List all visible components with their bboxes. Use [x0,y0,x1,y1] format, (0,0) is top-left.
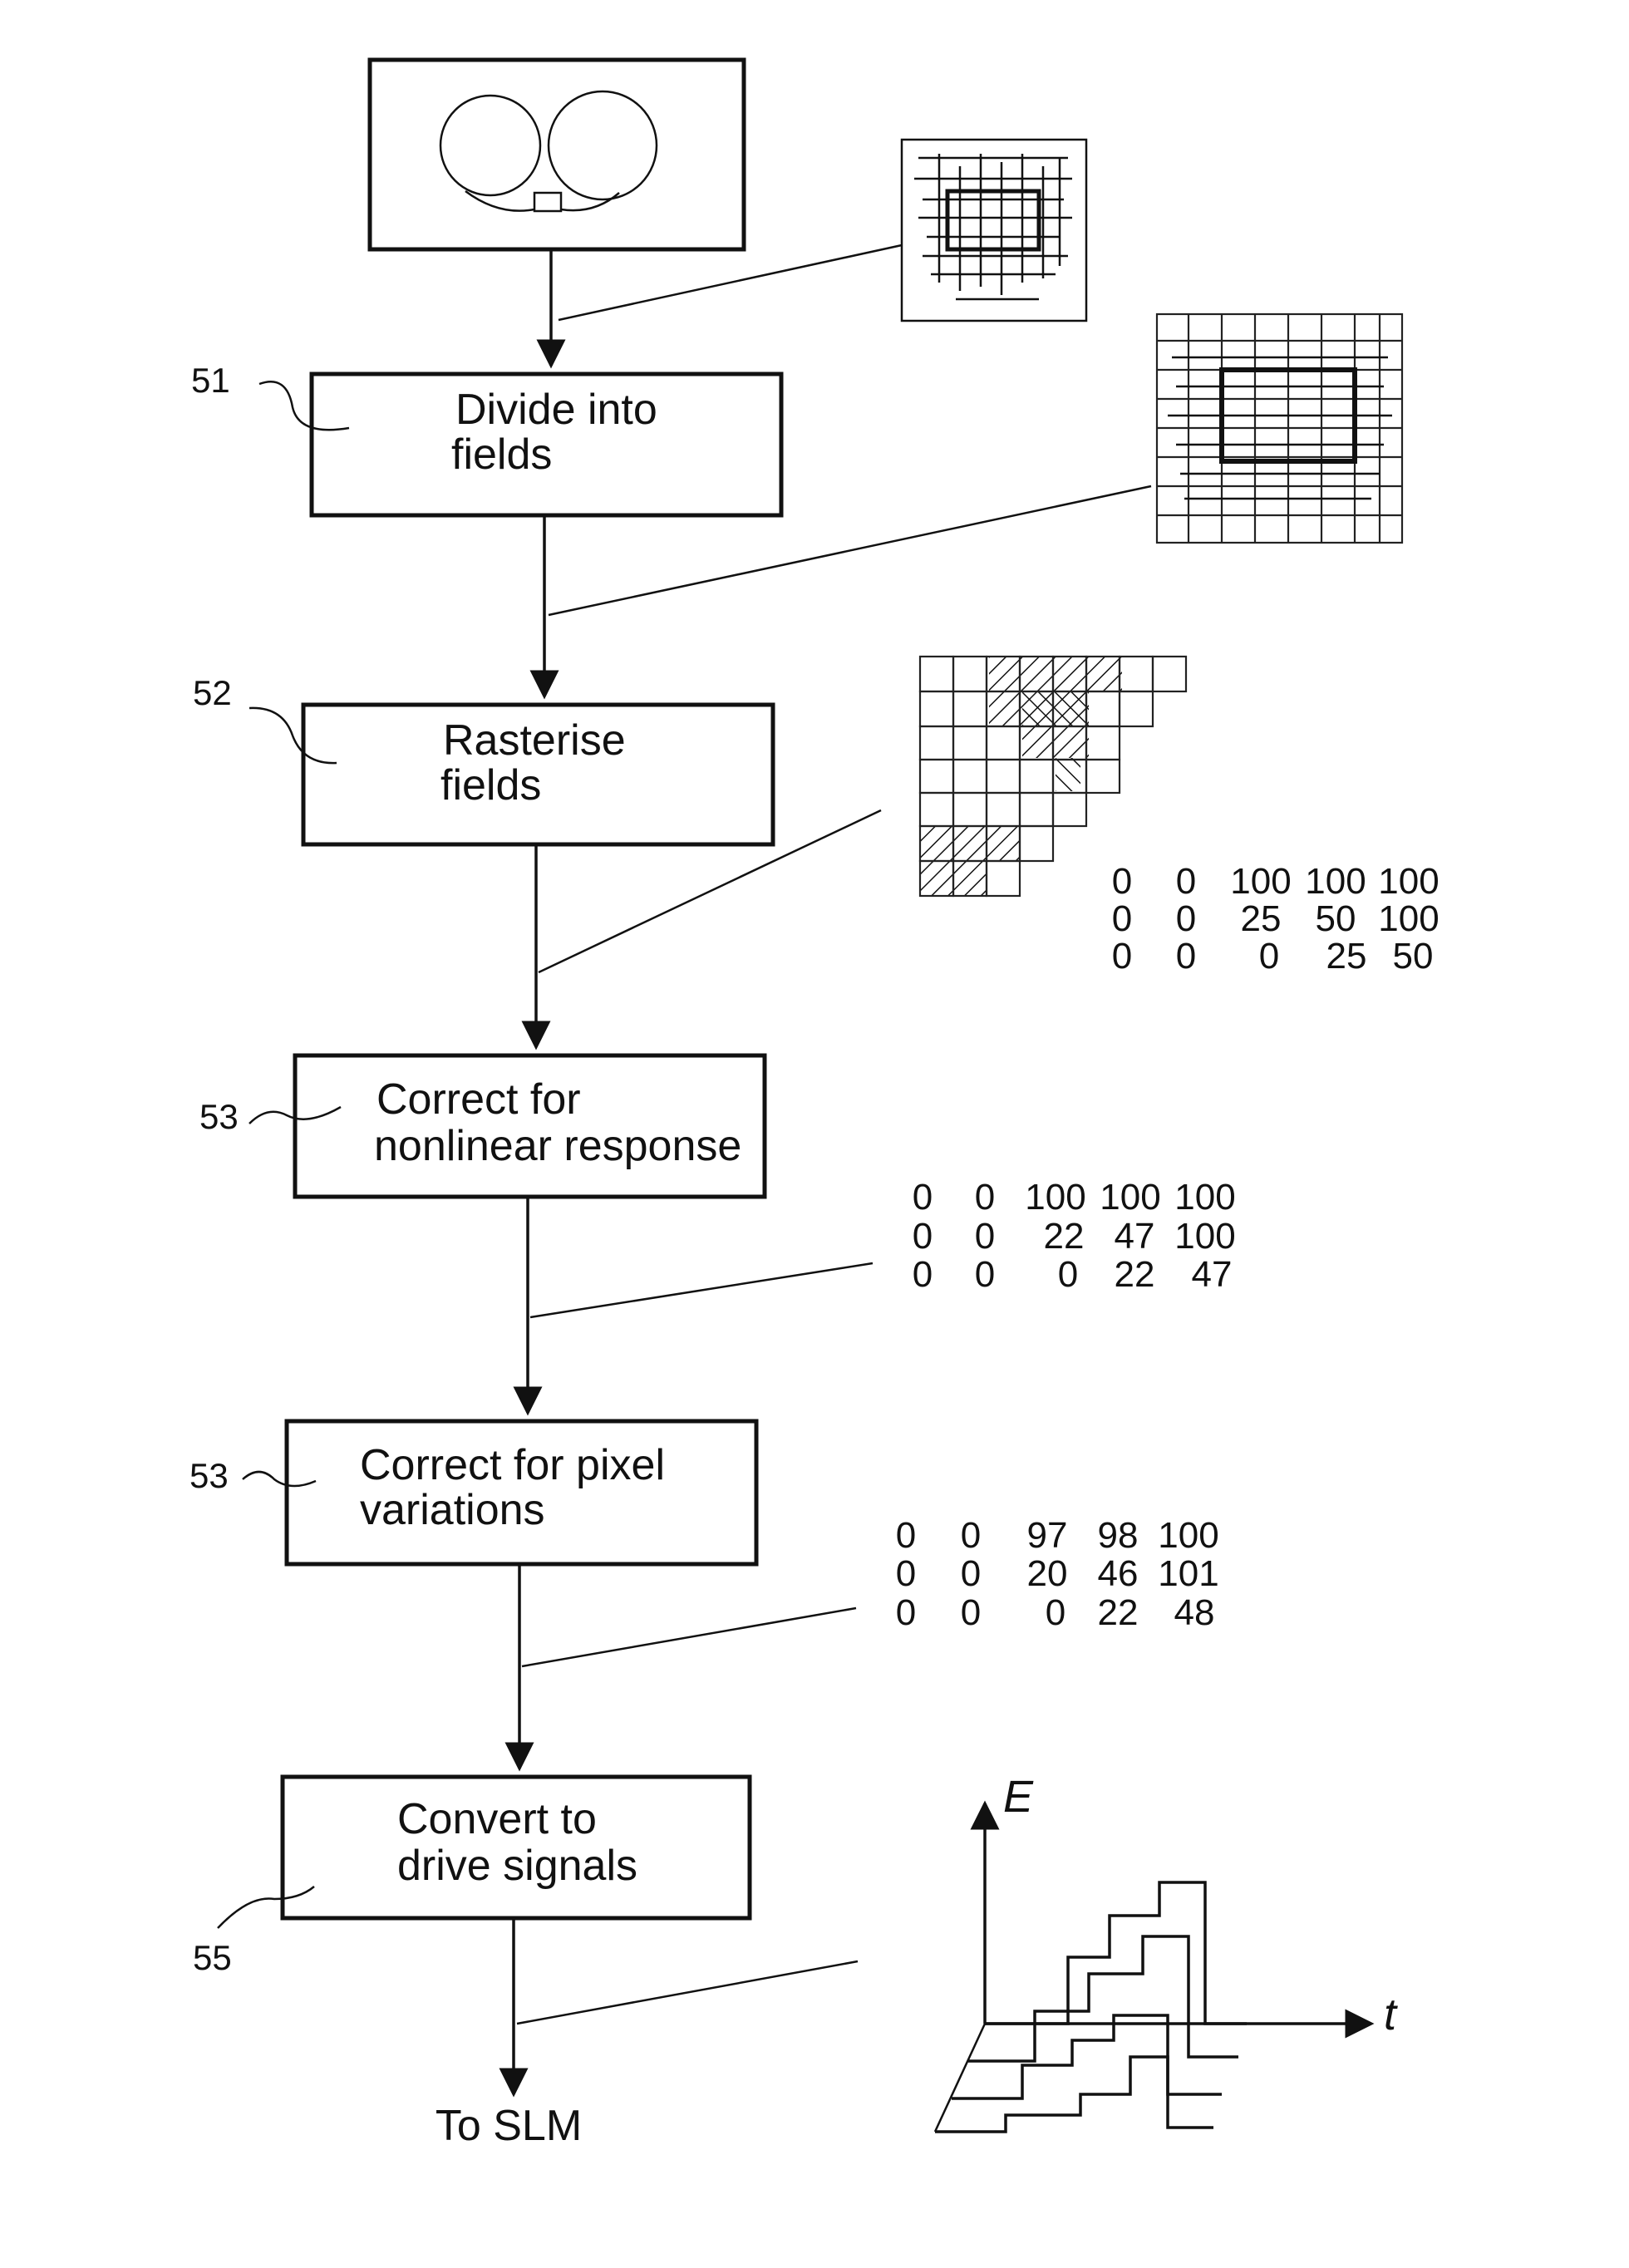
matrix-cell: 0 [1176,898,1196,939]
matrix-row: 0 0 97 98 100 [896,1515,1219,1556]
matrix-cell: 0 [1259,936,1279,977]
output-label: To SLM [436,2102,582,2150]
matrix-cell: 47 [1115,1216,1155,1257]
matrix-cell: 0 [913,1177,933,1218]
step-box-divide: Divide into fields [312,374,781,515]
matrix-cell: 101 [1158,1553,1218,1594]
field-grid-thumbnail [1157,314,1402,543]
ref-numeral: 51 [191,361,230,400]
step-box-pixel-variations: Correct for pixel variations [287,1421,756,1564]
matrix-cell: 0 [896,1592,916,1633]
matrix-cell: 0 [896,1553,916,1594]
matrix-cell: 0 [1046,1592,1065,1633]
matrix-cell: 100 [1174,1216,1235,1257]
step-label-line2: drive signals [397,1842,637,1890]
raster-grid-thumbnail [920,657,1186,897]
matrix-cell: 25 [1326,936,1367,977]
ref-numeral: 55 [193,1938,232,1977]
y-axis-label: E [1003,1772,1034,1822]
matrix-row: 0 0 100 100 100 [913,1177,1236,1218]
matrix-cell: 22 [1098,1592,1139,1633]
matrix-cell: 0 [1112,861,1132,902]
matrix-row: 0 0 100 100 100 [1112,861,1440,902]
matrix-cell: 0 [975,1177,995,1218]
matrix-pixel-corrected: 0 0 97 98 100 0 0 20 46 101 0 0 0 22 48 [896,1515,1219,1633]
matrix-cell: 100 [1174,1177,1235,1218]
matrix-cell: 48 [1174,1592,1215,1633]
matrix-cell: 20 [1027,1553,1068,1594]
matrix-cell: 100 [1378,861,1439,902]
matrix-cell: 98 [1098,1515,1139,1556]
step-label-line2: fields [440,761,541,809]
matrix-cell: 100 [1230,861,1291,902]
step-label-line1: Correct for [376,1075,581,1124]
matrix-cell: 47 [1192,1254,1233,1295]
ref-numeral: 53 [189,1456,229,1495]
drive-waveform [952,2015,1222,2098]
ref-numeral: 52 [193,673,232,712]
matrix-cell: 97 [1027,1515,1068,1556]
matrix-cell: 50 [1316,898,1356,939]
matrix-cell: 0 [975,1216,995,1257]
matrix-cell: 0 [896,1515,916,1556]
matrix-cell: 100 [1305,861,1366,902]
matrix-row: 0 0 25 50 100 [1112,898,1440,939]
matrix-cell: 46 [1098,1553,1139,1594]
matrix-cell: 0 [1058,1254,1078,1295]
step-label-line1: Rasterise [443,716,626,765]
matrix-row: 0 0 22 47 100 [913,1216,1236,1257]
step-label-line2: fields [451,430,552,479]
matrix-cell: 0 [913,1216,933,1257]
matrix-cell: 50 [1393,936,1434,977]
matrix-row: 0 0 0 22 48 [896,1592,1215,1633]
matrix-cell: 0 [975,1254,995,1295]
matrix-cell: 0 [961,1553,981,1594]
matrix-cell: 25 [1241,898,1282,939]
matrix-rasterised: 0 0 100 100 100 0 0 25 50 100 0 0 0 25 5… [1112,861,1440,977]
matrix-row: 0 0 0 25 50 [1112,936,1434,977]
matrix-cell: 22 [1115,1254,1155,1295]
matrix-row: 0 0 20 46 101 [896,1553,1219,1594]
matrix-cell: 0 [913,1254,933,1295]
step-label-line1: Convert to [397,1795,597,1843]
drive-waveform [985,1882,1247,2024]
matrix-cell: 0 [961,1515,981,1556]
matrix-row: 0 0 0 22 47 [913,1254,1233,1295]
step-label-line2: variations [360,1486,545,1534]
matrix-cell: 100 [1100,1177,1160,1218]
matrix-nonlinear-corrected: 0 0 100 100 100 0 0 22 47 100 0 0 0 22 4… [913,1177,1236,1295]
step-box-rasterise: Rasterise fields [303,705,773,844]
step-box-drive-signals: Convert to drive signals [283,1777,750,1918]
step-box-nonlinear: Correct for nonlinear response [295,1055,765,1197]
step-label-line1: Correct for pixel [360,1441,665,1489]
matrix-cell: 0 [1112,898,1132,939]
matrix-cell: 0 [1176,936,1196,977]
matrix-cell: 0 [1112,936,1132,977]
matrix-cell: 100 [1025,1177,1085,1218]
circuit-pattern-thumbnail [902,140,1086,321]
input-pattern-frame [370,60,744,249]
step-label-line1: Divide into [455,386,657,434]
matrix-cell: 0 [961,1592,981,1633]
matrix-cell: 0 [1176,861,1196,902]
matrix-cell: 100 [1378,898,1439,939]
step-label-line2: nonlinear response [374,1122,741,1170]
matrix-cell: 22 [1044,1216,1085,1257]
x-axis-label: t [1384,1990,1398,2039]
matrix-cell: 100 [1158,1515,1218,1556]
drive-signal-graph: E t [935,1772,1398,2132]
drive-waveform [968,1936,1238,2061]
ref-numeral: 53 [199,1097,239,1136]
